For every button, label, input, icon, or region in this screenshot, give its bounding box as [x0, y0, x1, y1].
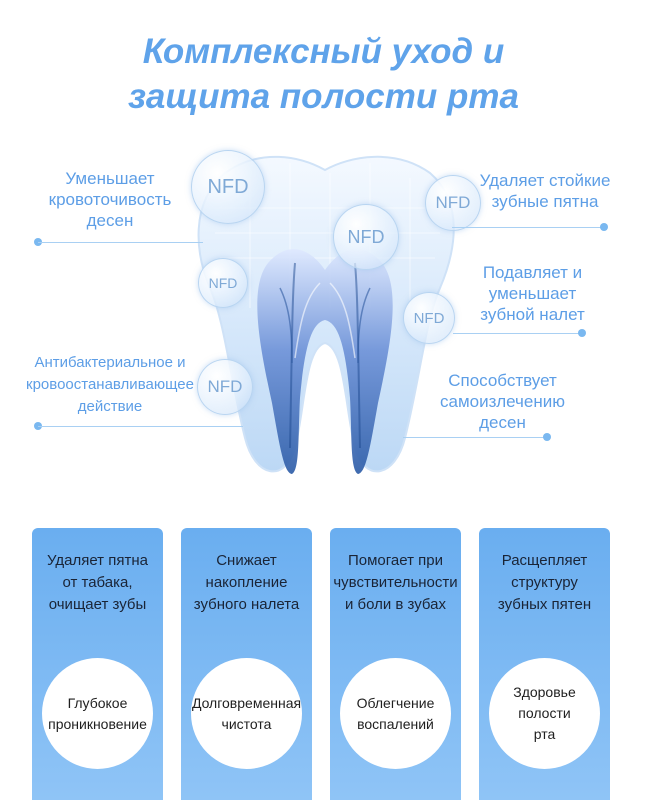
benefit-card: Снижает накопление зубного налета Долгов…	[181, 528, 312, 800]
connector-dot	[578, 329, 586, 337]
feature-right-1: Удаляет стойкие зубные пятна	[479, 171, 611, 211]
page-title-line-2: защита полости рта	[128, 77, 519, 116]
nfd-bubble: NFD	[425, 175, 481, 231]
nfd-bubble: NFD	[198, 258, 248, 308]
feature-right-2: Подавляет и уменьшает зубной налет	[480, 263, 585, 324]
connector-dot	[543, 433, 551, 441]
card-text: Помогает при чувствительности и боли в з…	[333, 552, 458, 613]
nfd-bubble: NFD	[403, 292, 455, 344]
benefit-card: Помогает при чувствительности и боли в з…	[330, 528, 461, 800]
connector-line	[38, 242, 203, 243]
connector-line	[403, 437, 546, 438]
page-title-line-1: Комплексный уход и	[142, 32, 505, 71]
connector-line	[452, 227, 604, 228]
card-text: Удаляет пятна от табака, очищает зубы	[47, 552, 148, 613]
benefit-card: Расщепляет структуру зубных пятен Здоров…	[479, 528, 610, 800]
nfd-bubble: NFD	[197, 359, 253, 415]
card-text: Снижает накопление зубного налета	[193, 552, 300, 613]
feature-left-1: Уменьшает кровоточивость десен	[48, 169, 172, 230]
feature-left-2: Антибактериальное и кровоостанавливающее…	[26, 354, 194, 415]
connector-line	[38, 426, 243, 427]
nfd-bubble: NFD	[191, 150, 265, 224]
connector-dot	[600, 223, 608, 231]
feature-right-3: Способствует самоизлечению десен	[440, 371, 565, 432]
benefit-card: Удаляет пятна от табака, очищает зубы Гл…	[32, 528, 163, 800]
nfd-bubble: NFD	[333, 204, 399, 270]
card-text: Расщепляет структуру зубных пятен	[497, 552, 592, 613]
connector-line	[453, 333, 581, 334]
